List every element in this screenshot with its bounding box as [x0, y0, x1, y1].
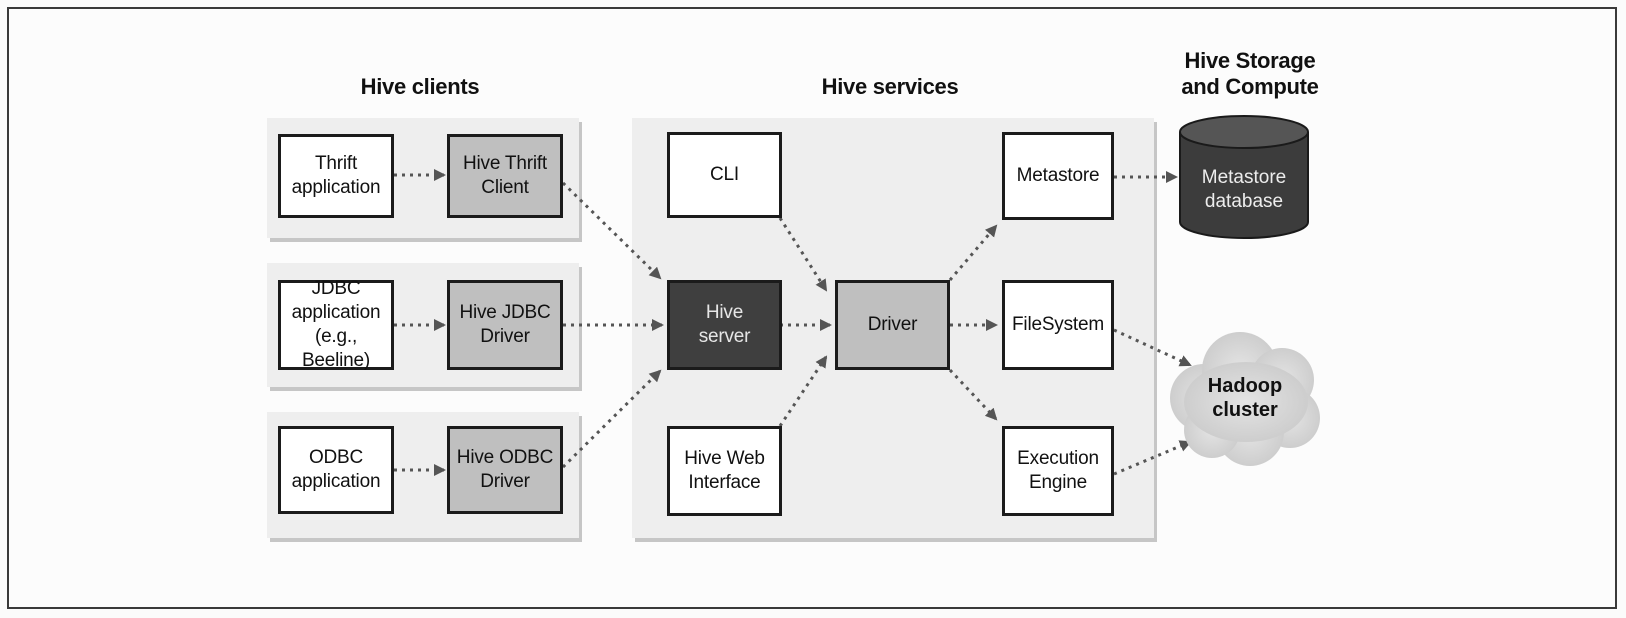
heading-hive-storage-compute: Hive Storage and Compute: [1181, 48, 1319, 99]
odbc-application-box: ODBC application: [278, 426, 394, 514]
cli-box: CLI: [667, 132, 782, 218]
hive-jdbc-driver-box: Hive JDBC Driver: [447, 280, 563, 370]
hive-web-interface-box: Hive Web Interface: [667, 426, 782, 516]
thrift-application-box: Thrift application: [278, 134, 394, 218]
arrow-driver-to-metastore: [948, 224, 998, 281]
hive-odbc-driver-box: Hive ODBC Driver: [447, 426, 563, 514]
arrow-thrift-client-to-server: [561, 181, 662, 280]
arrow-execution-to-hadoop: [1113, 440, 1192, 476]
hive-server-box: Hive server: [667, 280, 782, 370]
driver-box: Driver: [835, 280, 950, 370]
hive-thrift-client-box: Hive Thrift Client: [447, 134, 563, 218]
jdbc-application-box: JDBC application (e.g., Beeline): [278, 278, 394, 371]
cloud-icon: [1170, 332, 1320, 466]
arrow-cli-to-driver: [778, 217, 828, 292]
heading-hive-services: Hive services: [821, 74, 959, 99]
filesystem-box: FileSystem: [1002, 280, 1114, 370]
arrow-odbc-driver-to-server: [561, 369, 662, 469]
heading-hive-clients: Hive clients: [360, 74, 480, 99]
metastore-box: Metastore: [1002, 132, 1114, 220]
hadoop-cluster-label: Hadoop cluster: [1207, 375, 1283, 421]
database-cylinder-icon: [1179, 115, 1309, 239]
arrow-web-to-driver: [778, 355, 828, 427]
arrow-driver-to-execution: [948, 368, 998, 421]
arrow-filesystem-to-hadoop: [1113, 328, 1192, 367]
metastore-database-label: Metastore database: [1201, 167, 1287, 212]
execution-engine-box: Execution Engine: [1002, 426, 1114, 516]
